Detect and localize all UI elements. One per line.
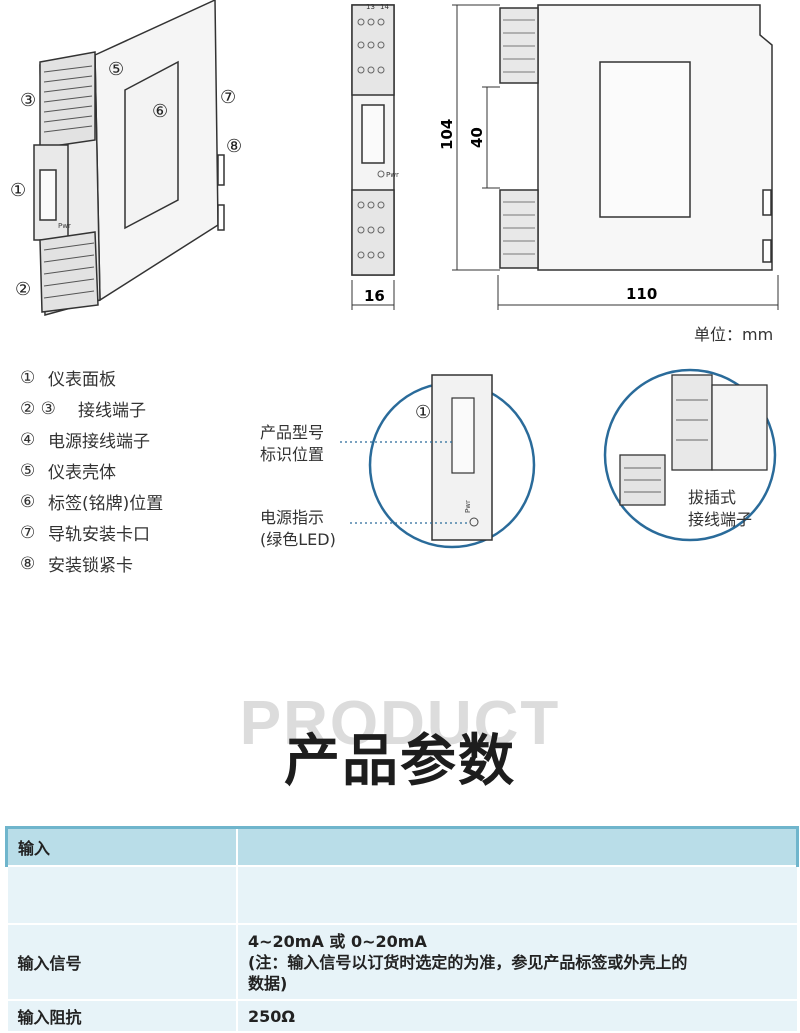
row-value-line: 4~20mA 或 0~20mA bbox=[248, 931, 427, 951]
section-header: PRODUCT 产品参数 bbox=[0, 680, 800, 794]
row-value: 4~20mA 或 0~20mA (注：输入信号以订货时选定的为准，参见产品标签或… bbox=[236, 923, 799, 1001]
legend-text: 标签(铭牌)位置 bbox=[48, 494, 164, 514]
row-value bbox=[236, 865, 799, 925]
dim-width-16: 16 bbox=[364, 287, 385, 305]
callout-line: 接线端子 bbox=[688, 510, 753, 529]
callout-5: ⑤ bbox=[108, 59, 124, 80]
callout-line: 电源指示 bbox=[260, 508, 325, 527]
svg-text:Pwr: Pwr bbox=[464, 500, 472, 513]
isometric-module bbox=[33, 0, 225, 316]
legend-item: ⑥ 标签(铭牌)位置 bbox=[20, 486, 260, 517]
power-indicator-callout: 电源指示 (绿色LED) bbox=[260, 507, 336, 551]
panel-callout-number: ① bbox=[415, 402, 431, 423]
legend-text: 仪表面板 bbox=[48, 370, 116, 390]
terminal-detail-circle bbox=[603, 368, 777, 542]
legend-text: 接线端子 bbox=[78, 401, 146, 421]
callout-2: ② bbox=[15, 279, 31, 300]
table-header-row: 输入 bbox=[5, 826, 799, 867]
legend-item: ⑦ 导轨安装卡口 bbox=[20, 517, 260, 548]
table-row bbox=[5, 865, 799, 925]
legend-item: ① 仪表面板 bbox=[20, 362, 260, 393]
svg-text:Pwr: Pwr bbox=[58, 222, 71, 230]
callout-line: (绿色LED) bbox=[260, 530, 336, 549]
side-view bbox=[499, 4, 773, 271]
legend-number: ⑦ bbox=[20, 522, 36, 543]
svg-text:13: 13 bbox=[366, 3, 375, 11]
section-title: 产品参数 bbox=[284, 729, 516, 794]
legend-text: 仪表壳体 bbox=[48, 463, 116, 483]
row-value-line: (注：输入信号以订货时选定的为准，参见产品标签或外壳上的 bbox=[248, 952, 688, 972]
callout-7: ⑦ bbox=[220, 87, 236, 108]
legend-number: ⑤ bbox=[20, 460, 36, 481]
legend-text: 导轨安装卡口 bbox=[48, 525, 150, 545]
unit-label: 单位：mm bbox=[694, 325, 774, 344]
legend-number: ④ bbox=[20, 429, 36, 450]
callout-line: 产品型号 bbox=[260, 423, 325, 442]
legend-number: ⑥ bbox=[20, 491, 36, 512]
row-label: 输入阻抗 bbox=[5, 999, 238, 1033]
legend-number: ① bbox=[20, 367, 36, 388]
row-label: 输入信号 bbox=[5, 923, 238, 1001]
legend-number: ② ③ bbox=[20, 398, 56, 419]
params-table: 输入 输入信号 4~20mA 或 0~20mA (注：输入信号以订货时选定的为准… bbox=[5, 826, 799, 1033]
svg-text:14: 14 bbox=[380, 3, 389, 11]
legend-number: ⑧ bbox=[20, 553, 36, 574]
dim-height-40: 40 bbox=[468, 127, 486, 148]
table-header-value bbox=[236, 826, 799, 867]
model-label-callout: 产品型号 标识位置 bbox=[260, 422, 324, 466]
callout-6: ⑥ bbox=[152, 101, 168, 122]
table-row: 输入信号 4~20mA 或 0~20mA (注：输入信号以订货时选定的为准，参见… bbox=[5, 923, 799, 1001]
table-header-label: 输入 bbox=[5, 826, 238, 867]
panel-detail-circle: Pwr bbox=[368, 374, 536, 549]
product-drawings: Pwr ③ ① ② ⑤ ⑥ ⑦ ⑧ 13 14 Pwr 16 bbox=[10, 0, 779, 549]
plug-terminal-callout: 拔插式 接线端子 bbox=[688, 487, 752, 531]
row-value-line: 数据) bbox=[248, 973, 288, 993]
legend-item: ④ 电源接线端子 bbox=[20, 424, 260, 455]
table-row: 输入阻抗 250Ω bbox=[5, 999, 799, 1033]
legend-text: 安装锁紧卡 bbox=[48, 556, 133, 576]
svg-text:Pwr: Pwr bbox=[386, 171, 399, 179]
legend-item: ② ③ 接线端子 bbox=[20, 393, 260, 424]
row-value: 250Ω bbox=[236, 999, 799, 1033]
section-watermark: PRODUCT bbox=[239, 689, 561, 758]
legend-text: 电源接线端子 bbox=[48, 432, 150, 452]
dim-length-110: 110 bbox=[626, 285, 657, 303]
callout-line: 标识位置 bbox=[260, 445, 325, 464]
callout-8: ⑧ bbox=[226, 136, 242, 157]
callout-1: ① bbox=[10, 180, 26, 201]
legend-item: ⑧ 安装锁紧卡 bbox=[20, 548, 260, 579]
dim-height-104: 104 bbox=[438, 119, 456, 150]
callout-line: 拔插式 bbox=[688, 488, 737, 507]
callout-3: ③ bbox=[20, 90, 36, 111]
row-label bbox=[5, 865, 238, 925]
legend-item: ⑤ 仪表壳体 bbox=[20, 455, 260, 486]
